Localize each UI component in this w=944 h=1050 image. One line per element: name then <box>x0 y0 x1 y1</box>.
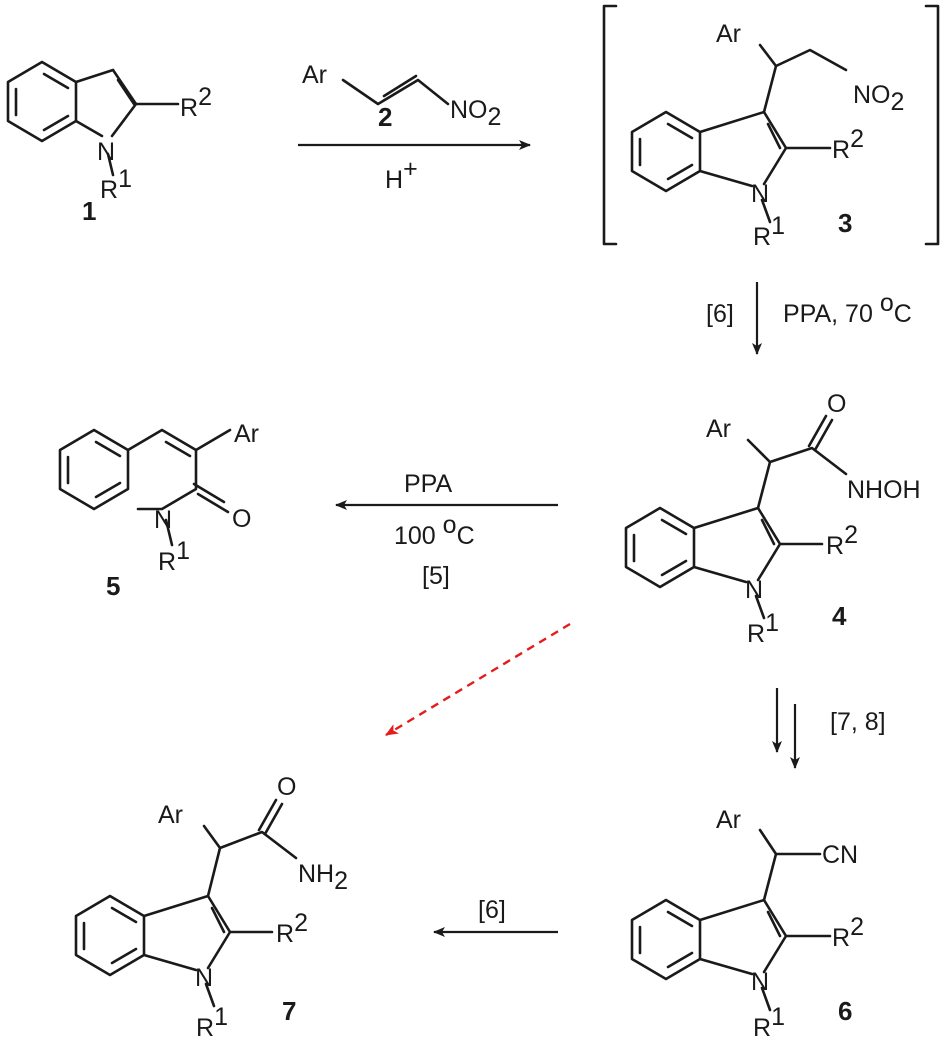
c4-n-atom: N <box>745 576 763 604</box>
arrow-6-to-7-ref: [6] <box>478 896 506 924</box>
c3-r2-label: R2 <box>832 125 864 164</box>
arrow-1-to-3-catalyst: H+ <box>385 155 418 194</box>
c5-n-atom: N <box>154 506 172 534</box>
compound-7-amide: Ar O NH2 N R2 R1 7 <box>74 773 348 1042</box>
c4-ar-label: Ar <box>706 415 731 443</box>
arrow-3-to-4-conditions: PPA, 70 oC <box>783 289 912 328</box>
arrow-4-to-5: PPA 100 oC [5] <box>335 470 558 590</box>
compound-2-nitroalkene: Ar NO2 2 <box>302 61 501 132</box>
c6-ar-label: Ar <box>716 806 741 834</box>
arrow-6-to-7: [6] <box>433 896 558 937</box>
c3-r1-label: R1 <box>753 212 785 251</box>
compound-1-indole: N R2 R1 1 <box>6 60 212 226</box>
c7-ar-label: Ar <box>158 801 183 829</box>
compound-5-number: 5 <box>106 571 120 601</box>
compound-6-number: 6 <box>838 996 852 1026</box>
c2-no2-label: NO2 <box>450 96 501 131</box>
c1-r1-label: R1 <box>100 165 132 204</box>
c7-r1-label: R1 <box>196 1003 228 1042</box>
c4-o-label: O <box>827 390 846 418</box>
c5-o-label: O <box>232 505 251 533</box>
arrow-3-to-4: [6] PPA, 70 oC <box>706 282 912 355</box>
c4-r2-label: R2 <box>826 521 858 560</box>
arrow-4-to-5-reagent: PPA <box>404 470 452 498</box>
c5-r1-label: R1 <box>158 537 190 576</box>
compound-4-number: 4 <box>832 601 847 631</box>
compound-3-number: 3 <box>838 208 852 238</box>
compound-3-intermediate: Ar NO2 N R2 R1 3 <box>602 4 940 251</box>
compound-6-nitrile: Ar CN N R2 R1 6 <box>630 806 864 1042</box>
arrow-4-to-6-ref: [7, 8] <box>830 708 886 736</box>
arrow-4-to-5-ref: [5] <box>422 562 450 590</box>
arrow-4-to-6: [7, 8] <box>772 688 886 769</box>
c2-ar-label: Ar <box>302 61 327 89</box>
compound-4-hydroxamic-acid: Ar O NHOH N R2 R1 4 <box>624 390 921 648</box>
c4-nhoh-label: NHOH <box>847 476 921 504</box>
c1-n-atom: N <box>97 138 115 166</box>
c7-r2-label: R2 <box>276 909 308 948</box>
c6-r1-label: R1 <box>753 1003 785 1042</box>
c7-n-atom: N <box>195 964 213 992</box>
arrow-4-to-5-temp: 100 oC <box>394 511 475 550</box>
compound-1-number: 1 <box>82 196 96 226</box>
compound-5-quinolinone: Ar O N R1 5 <box>58 420 259 601</box>
c4-r1-label: R1 <box>747 609 779 648</box>
dashed-arrow-4-to-7 <box>385 622 571 737</box>
c3-n-atom: N <box>751 180 769 208</box>
compound-7-number: 7 <box>282 996 296 1026</box>
arrow-3-to-4-ref: [6] <box>706 300 734 328</box>
c3-no2-label: NO2 <box>853 81 904 116</box>
c3-ar-label: Ar <box>716 20 741 48</box>
arrow-1-to-3: H+ <box>298 140 531 194</box>
c1-r2-label: R2 <box>180 83 212 122</box>
c6-n-atom: N <box>751 968 769 996</box>
c7-o-label: O <box>277 773 296 801</box>
c6-r2-label: R2 <box>832 913 864 952</box>
c6-cn-label: CN <box>822 841 858 869</box>
compound-2-number: 2 <box>378 102 392 132</box>
c7-nh2-label: NH2 <box>298 860 348 895</box>
c5-ar-label: Ar <box>234 420 259 448</box>
